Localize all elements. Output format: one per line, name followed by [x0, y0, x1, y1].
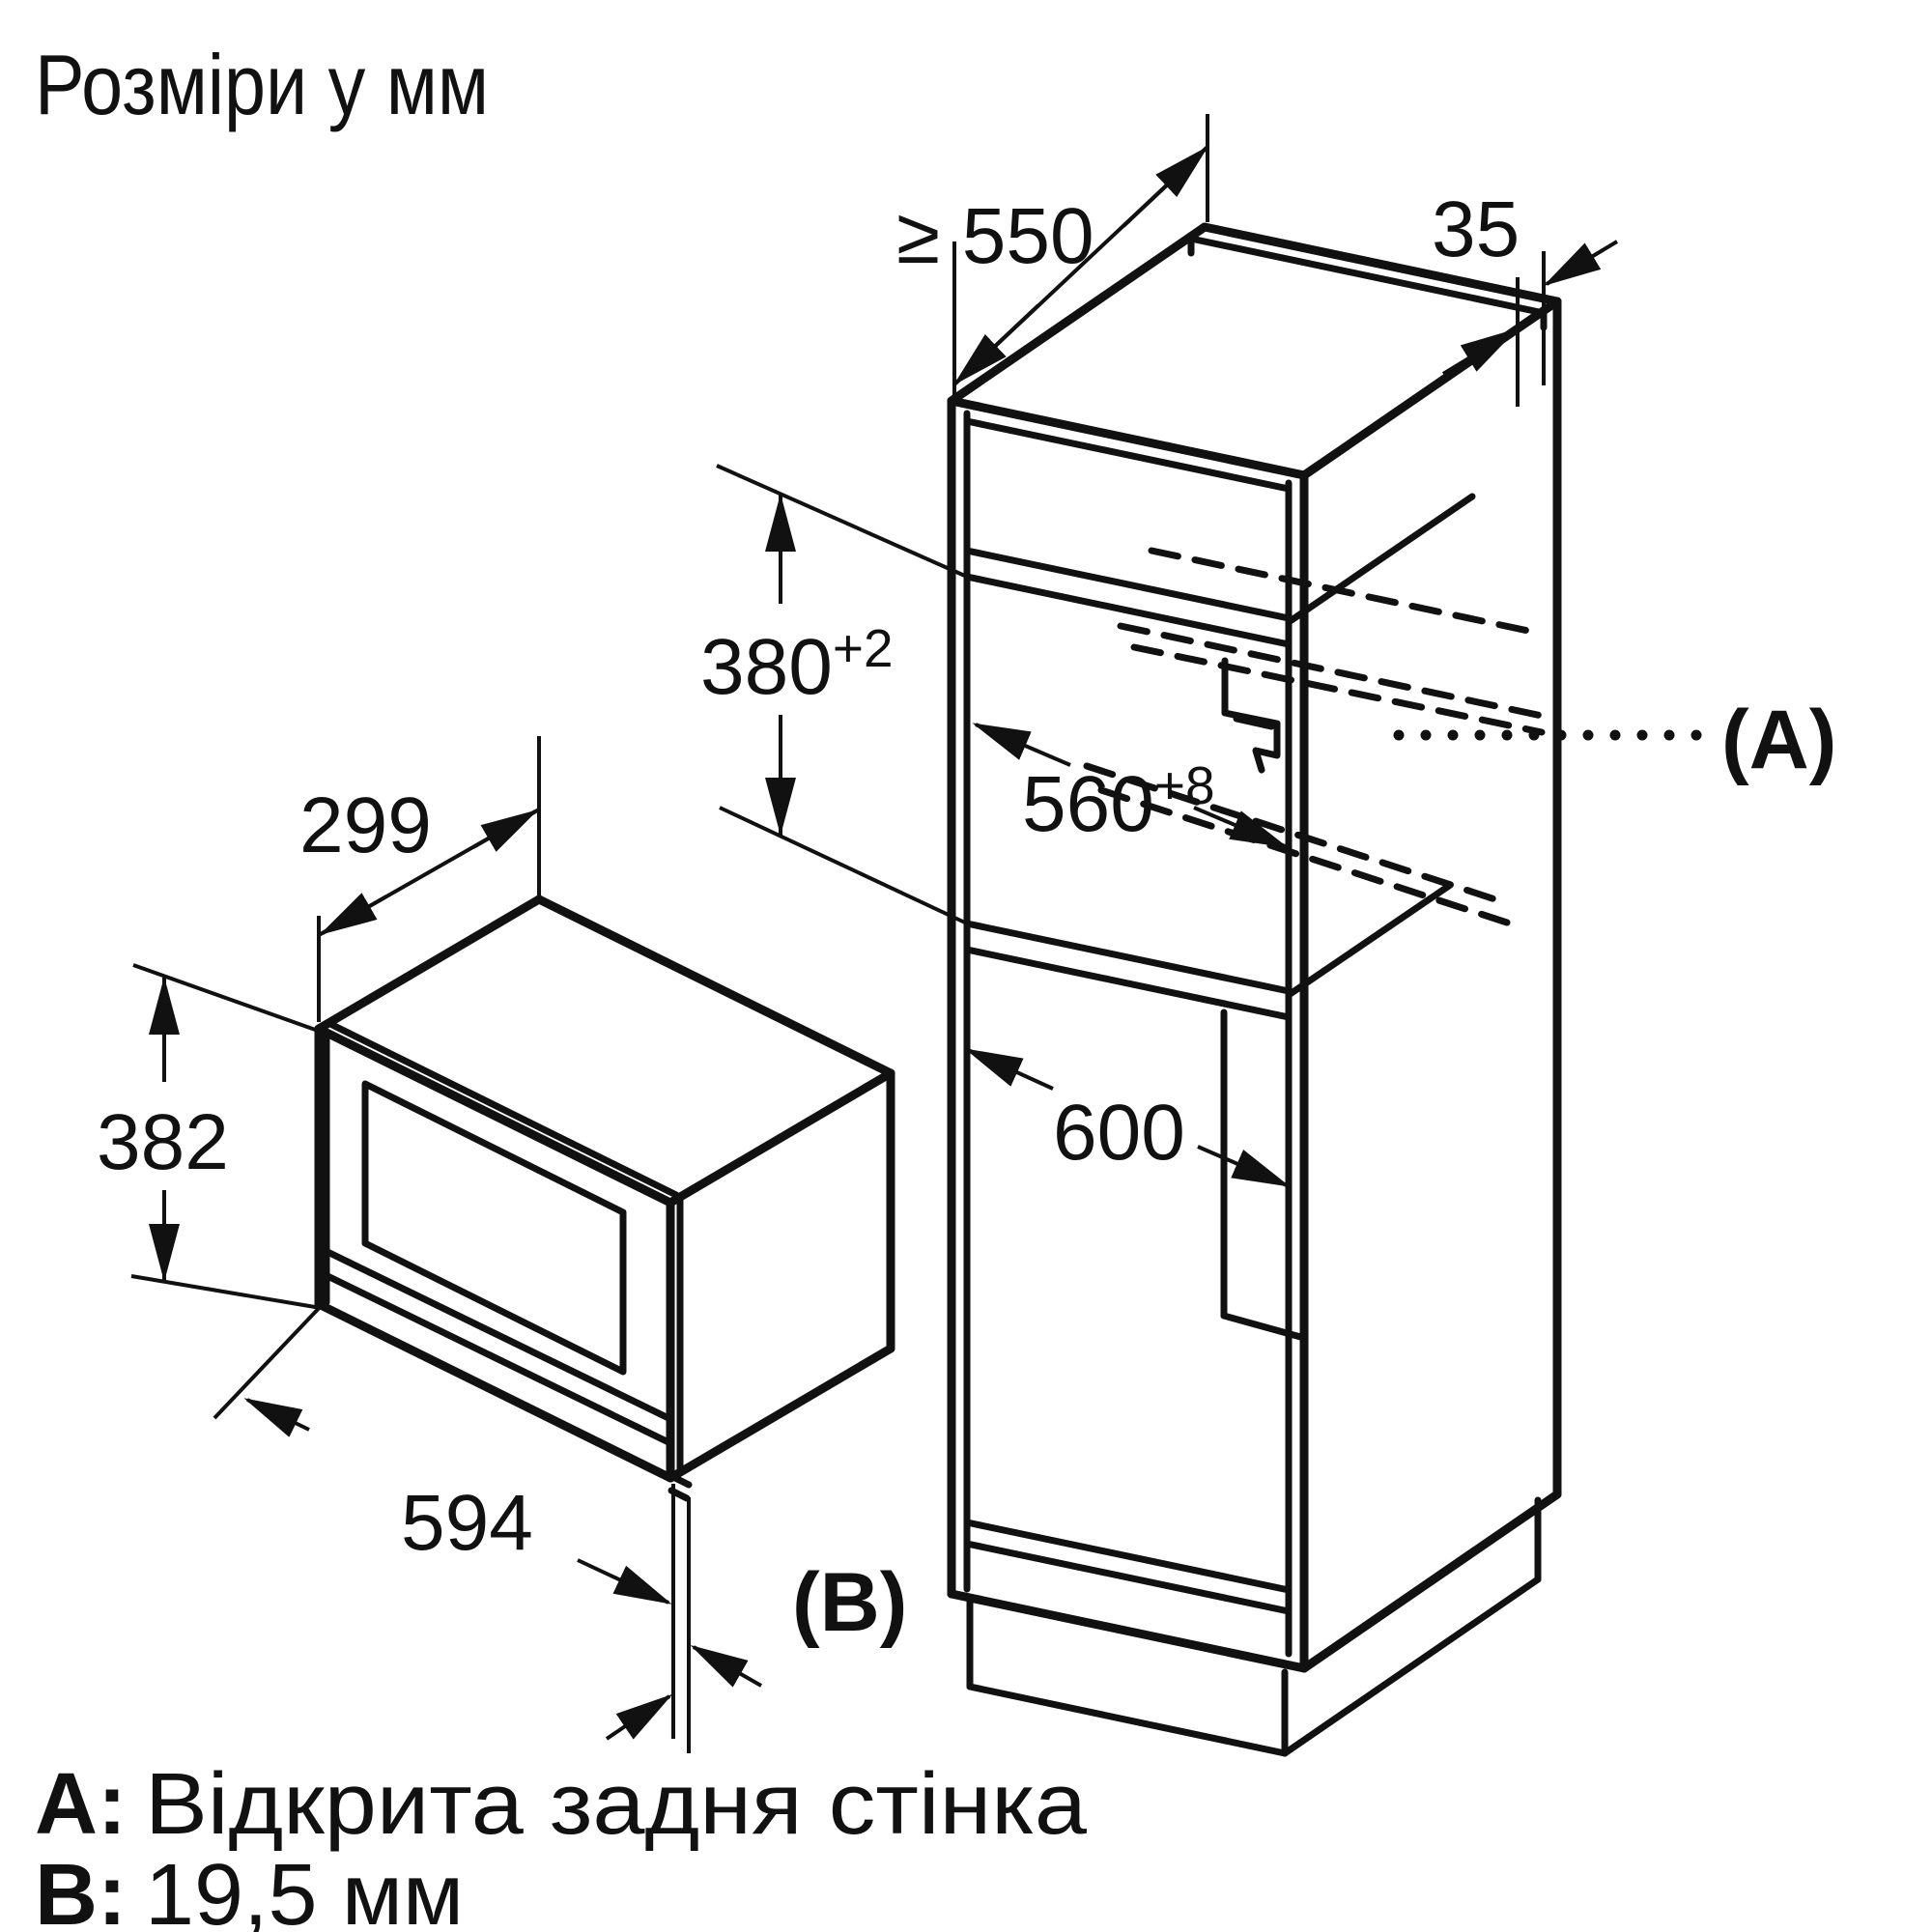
microwave-outline	[314, 895, 895, 1483]
cabinet-interior	[963, 410, 1476, 1658]
ext-line	[213, 1300, 327, 1420]
dim-top-rear-gap	[1441, 240, 1619, 407]
ext-line	[130, 1274, 322, 1310]
arrow	[972, 723, 1071, 767]
arrow	[319, 893, 387, 935]
dim-label-oven-depth: 299	[299, 781, 432, 869]
legend-row-b: B:19,5 мм	[35, 1847, 464, 1932]
dim-label-oven-height: 382	[97, 1098, 229, 1186]
arrow	[243, 1398, 310, 1437]
dim-oven-depth	[317, 736, 541, 1022]
ref-b-dimension	[605, 1497, 762, 1753]
arrow	[1122, 146, 1208, 228]
cabinet-plinth	[966, 1496, 1542, 1757]
ref-label-b: (B)	[792, 1556, 907, 1649]
arrow	[605, 1693, 673, 1741]
dim-cabinet-depth	[952, 114, 1209, 396]
dim-label-oven-width: 594	[401, 1479, 533, 1567]
legend-row-a: A:Відкрита задня стінка	[35, 1756, 1088, 1853]
legend: A:Відкрита задня стінка B:19,5 мм	[35, 1756, 1088, 1932]
ref-label-a: (A)	[1721, 694, 1836, 786]
dim-label-lower-compartment: 600	[1053, 1089, 1185, 1177]
arrow	[953, 303, 1040, 385]
cabinet-outline	[947, 222, 1562, 1673]
open-back-dashed-edges	[1083, 547, 1546, 926]
page-title: Розміри у мм	[35, 37, 489, 132]
arrow	[1197, 1145, 1291, 1187]
ext-line	[132, 963, 322, 1034]
dim-label-cabinet-depth: ≥ 550	[896, 192, 1094, 280]
arrow	[964, 1048, 1054, 1091]
arrow	[577, 1558, 672, 1605]
dim-niche-width	[972, 723, 1289, 848]
ext-line	[716, 464, 968, 579]
dim-niche-height	[716, 464, 968, 925]
dim-label-niche-width: 560+8	[1022, 755, 1215, 848]
arrow	[1441, 327, 1519, 376]
dim-oven-width	[213, 1300, 675, 1739]
arrow	[1543, 240, 1619, 287]
cable-notch	[1221, 657, 1281, 774]
microwave-drawing	[314, 895, 895, 1502]
dim-label-niche-height: 380+2	[700, 618, 894, 711]
arrow	[690, 1645, 762, 1688]
ext-line	[719, 806, 968, 925]
dim-label-top-rear-gap: 35	[1432, 185, 1520, 273]
dim-lower-compartment	[964, 1048, 1291, 1187]
dim-oven-height	[130, 963, 322, 1310]
microwave-door	[318, 1019, 693, 1502]
cabinet-drawing	[947, 222, 1562, 1757]
arrow	[471, 809, 539, 852]
arrow	[1193, 806, 1289, 848]
